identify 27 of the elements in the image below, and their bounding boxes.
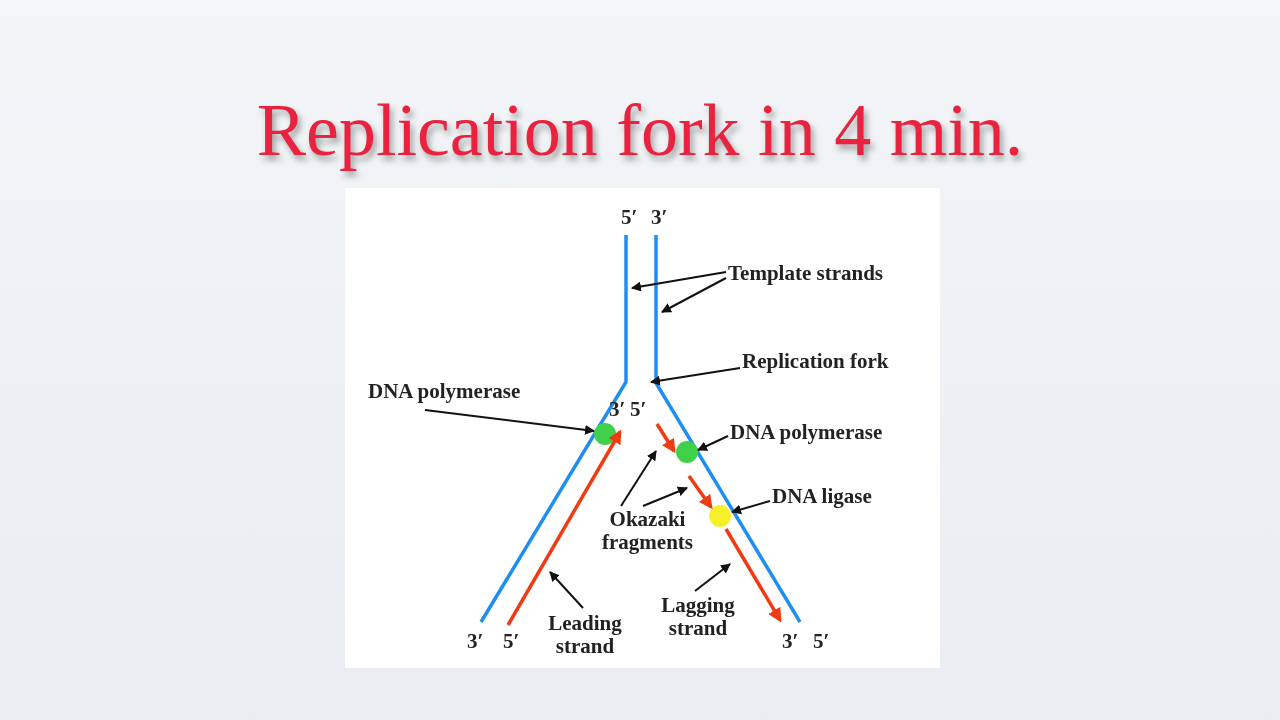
- title: Replication fork in 4 min.: [256, 89, 1024, 171]
- strand-end-label: 3′: [782, 630, 799, 654]
- leader-arrow: [642, 486, 688, 507]
- strand-end-label: 3′: [467, 630, 484, 654]
- leader-arrow: [631, 271, 727, 292]
- annotation-label: Template strands: [728, 262, 883, 286]
- strand-end-label: 5′: [503, 630, 520, 654]
- leader-arrow: [694, 563, 731, 592]
- annotation-label: DNA polymerase: [730, 421, 883, 445]
- annotation-label: Leading strand: [535, 612, 635, 659]
- leader-arrow: [661, 277, 727, 313]
- leader-arrow: [697, 435, 729, 451]
- strand-end-label: 5′: [630, 398, 647, 422]
- annotation-label: DNA ligase: [772, 485, 872, 509]
- strand-end-label: 3′: [609, 398, 626, 422]
- leader-arrow: [731, 500, 771, 515]
- leader-arrow: [549, 571, 584, 609]
- leader-arrow: [620, 450, 657, 507]
- strand-end-label: 3′: [651, 206, 668, 230]
- strand-end-label: 5′: [813, 630, 830, 654]
- strand-end-label: 5′: [621, 206, 638, 230]
- leader-arrow: [424, 409, 595, 435]
- leader-arrow: [650, 367, 741, 386]
- annotation-label: Replication fork: [742, 350, 889, 374]
- annotation-label: Okazaki fragments: [585, 508, 710, 555]
- annotation-label: Lagging strand: [648, 594, 748, 641]
- annotation-label: DNA polymerase: [368, 380, 521, 404]
